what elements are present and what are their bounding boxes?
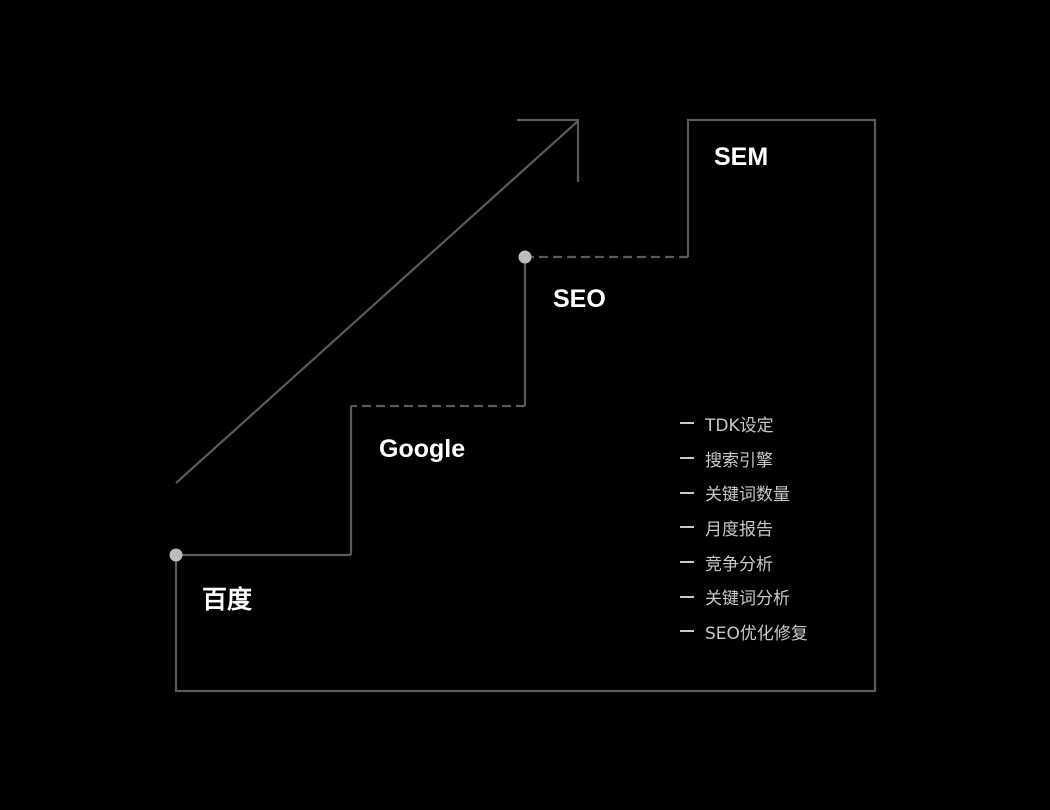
service-list: TDK设定 搜索引擎 关键词数量 月度报告 竞争分析 关键词分析 SEO优化修复 <box>680 406 808 649</box>
dash-icon <box>680 630 694 633</box>
list-item: 竞争分析 <box>680 545 808 580</box>
list-item: SEO优化修复 <box>680 614 808 649</box>
baidu-dot <box>169 548 183 562</box>
list-item: TDK设定 <box>680 406 808 441</box>
list-item: 月度报告 <box>680 510 808 545</box>
step-label-google: Google <box>379 435 466 463</box>
list-item: 搜索引擎 <box>680 441 808 476</box>
dash-icon <box>680 561 694 564</box>
growth-arrow <box>175 118 580 484</box>
dash-icon <box>680 422 694 425</box>
dash-icon <box>680 457 694 460</box>
dash-icon <box>680 491 694 494</box>
list-item-label: 关键词数量 <box>705 485 790 506</box>
list-item-label: 月度报告 <box>705 519 773 540</box>
step-label-baidu: 百度 <box>202 585 253 614</box>
list-item-label: TDK设定 <box>705 415 774 436</box>
dash-icon <box>680 595 694 598</box>
dash-icon <box>680 526 694 529</box>
outer-frame <box>174 118 877 693</box>
list-item: 关键词分析 <box>680 579 808 614</box>
list-item-label: 关键词分析 <box>705 589 790 610</box>
list-item-label: SEO优化修复 <box>705 623 808 644</box>
list-item-label: 搜索引擎 <box>705 450 773 471</box>
list-item-label: 竞争分析 <box>705 554 773 575</box>
growth-arrow-shaft <box>175 120 579 484</box>
step-label-sem: SEM <box>714 143 769 171</box>
growth-arrow-head <box>517 118 580 182</box>
list-item: 关键词数量 <box>680 475 808 510</box>
seo-dot <box>518 250 532 264</box>
stair-outline <box>174 118 877 693</box>
step-label-seo: SEO <box>553 285 606 313</box>
